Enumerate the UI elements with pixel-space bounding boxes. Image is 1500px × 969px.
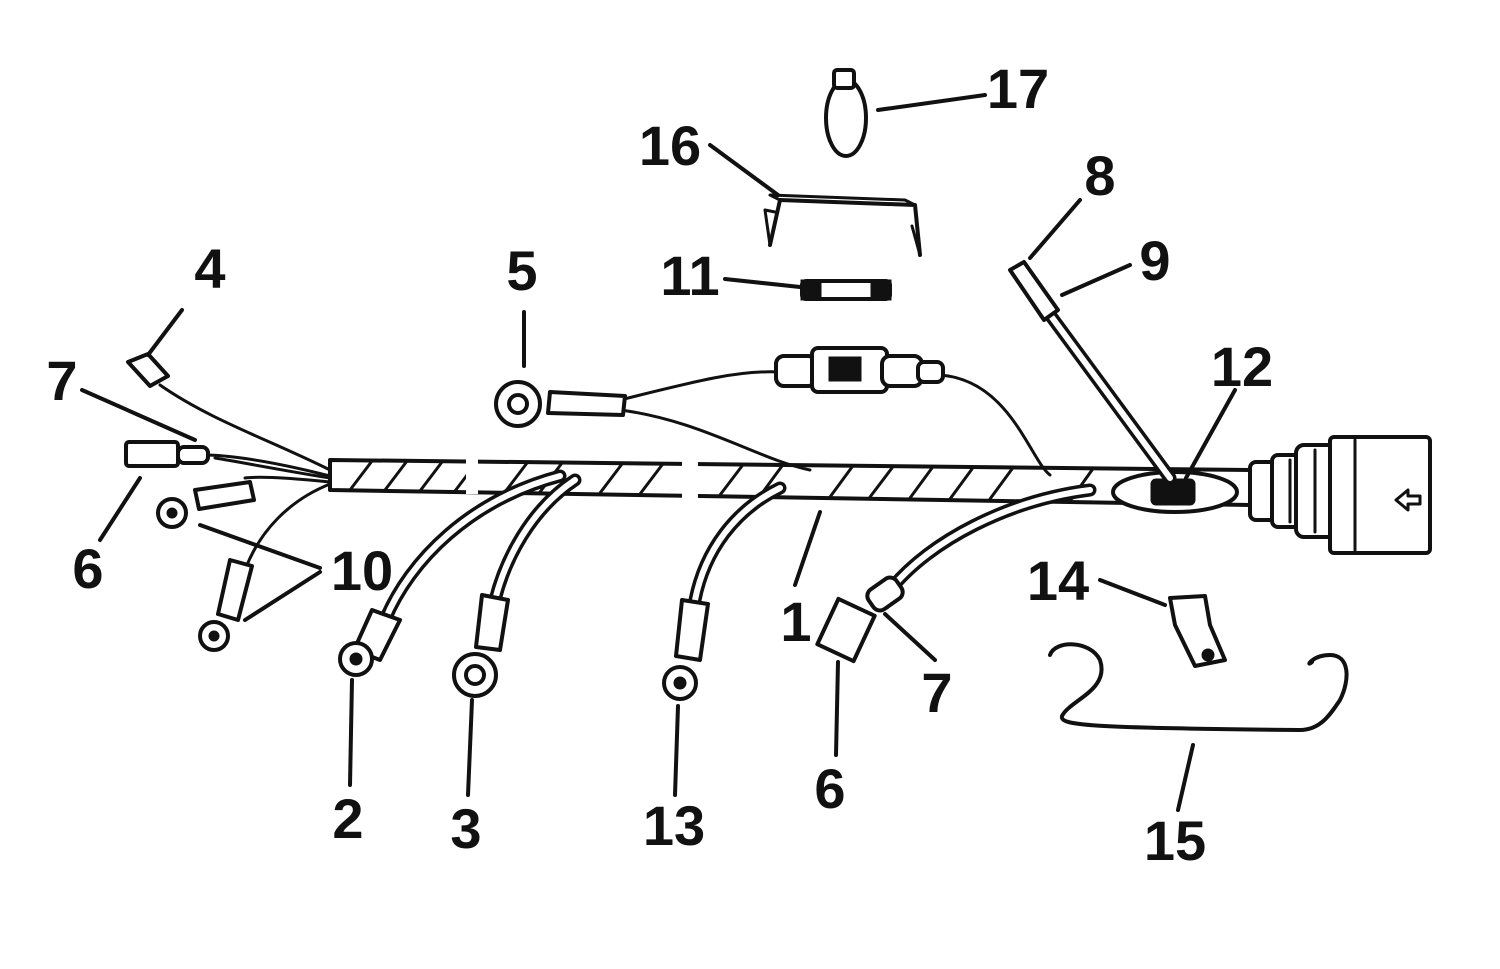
part-11-fuse	[800, 279, 892, 301]
left-branch-wires	[124, 352, 332, 652]
callout-17: 17	[987, 57, 1049, 120]
callout-4: 4	[194, 237, 225, 300]
part-15-wire-retainer	[1048, 642, 1349, 732]
callout-3: 3	[450, 797, 481, 860]
bottom-leads	[338, 469, 787, 701]
callout-14: 14	[1027, 549, 1089, 612]
callout-6-left: 6	[72, 537, 103, 600]
callout-7-left: 7	[46, 349, 77, 412]
callout-6-right: 6	[814, 757, 845, 820]
harness-plug-connector	[1248, 435, 1432, 555]
callout-16: 16	[639, 114, 701, 177]
ring-terminal-and-fuse-holder	[494, 346, 1052, 477]
part-14-bracket	[1168, 594, 1227, 668]
lead-wire-8-9	[1008, 260, 1177, 485]
callout-15: 15	[1144, 809, 1206, 872]
callout-9: 9	[1139, 229, 1170, 292]
callout-1: 1	[780, 590, 811, 653]
harness-grommet	[1111, 470, 1239, 514]
part-17-tie-strap	[824, 68, 868, 158]
callout-7-right: 7	[921, 661, 952, 724]
callout-12: 12	[1211, 335, 1273, 398]
callout-8: 8	[1084, 144, 1115, 207]
callout-10: 10	[331, 539, 393, 602]
callout-13: 13	[643, 794, 705, 857]
callout-5: 5	[506, 239, 537, 302]
lead-wire-6-7-right	[815, 483, 1097, 664]
leader-lines	[80, 93, 1237, 812]
callout-2: 2	[332, 787, 363, 850]
part-16-clip	[763, 193, 922, 257]
callout-11: 11	[660, 244, 719, 307]
